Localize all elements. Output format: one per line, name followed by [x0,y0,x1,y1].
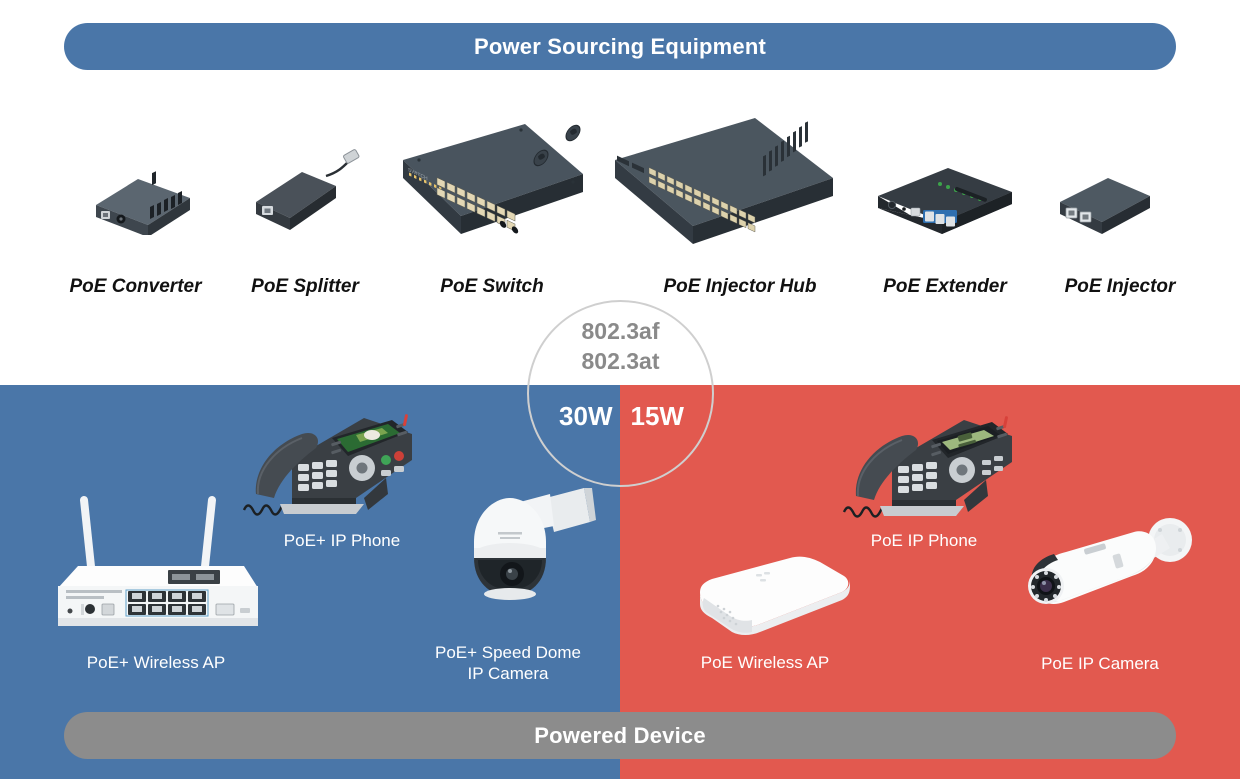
wattage-row: 30W 15W [529,399,712,433]
poe-switch-icon: SWITCH [403,124,583,234]
poe-splitter-image [244,148,364,233]
power-sourcing-equipment-banner: Power Sourcing Equipment [64,23,1176,70]
pse-label-poe-injector: PoE Injector [1064,276,1176,297]
poe-extender-icon [878,168,1012,234]
poe-splitter-icon [256,149,360,230]
poe-converter-image [88,155,198,235]
poe-plus-speed-dome-camera-image [450,478,600,623]
wattage-right-15w: 15W [630,401,684,431]
pse-label-poe-switch: PoE Switch [440,276,544,297]
standards-circle: 802.3af 802.3at 30W 15W [527,300,714,487]
poe-extender-image [870,158,1020,243]
pse-label-poe-converter: PoE Converter [69,276,202,297]
poe-plus-wireless-ap-image [48,478,268,633]
pd-label-line2: IP Camera [467,664,549,683]
pse-label-poe-injector-hub: PoE Injector Hub [663,276,817,297]
pd-label-poe-ip-phone: PoE IP Phone [870,531,978,550]
wattage-left-30w: 30W [559,401,613,431]
poe-ip-camera-image [1010,510,1200,640]
ip-phone-color-icon [242,414,412,516]
poe-injector-icon [1060,178,1150,234]
ip-phone-mono-icon [842,416,1012,518]
standard-802-3af: 802.3af [581,318,660,344]
wireless-ap-box-icon [700,556,850,635]
poe-plus-ip-phone-image [236,398,416,523]
pd-label-poe-wireless-ap: PoE Wireless AP [700,653,830,672]
pd-label-poe-plus-ip-phone: PoE+ IP Phone [283,531,401,550]
pd-banner-label: Powered Device [534,722,706,748]
standard-802-3at: 802.3at [581,348,660,374]
poe-injector-hub-image [605,108,840,253]
pd-label-poe-plus-speed-dome-camera: PoE+ Speed Dome IP Camera [408,642,608,684]
pse-label-poe-extender: PoE Extender [883,276,1007,297]
poe-injector-hub-icon [615,118,833,244]
powered-device-banner: Powered Device [64,712,1176,759]
wireless-ap-icon [58,496,258,626]
pse-banner-label: Power Sourcing Equipment [473,33,767,59]
pd-label-line1: PoE+ Speed Dome [434,643,581,662]
poe-ip-phone-image [836,400,1016,525]
poe-wireless-ap-image [680,548,860,648]
bullet-camera-icon [1028,518,1192,604]
standards-text: 802.3af 802.3at [581,316,659,376]
poe-converter-icon [96,171,190,235]
poe-switch-image: SWITCH [395,112,590,247]
speed-dome-camera-icon [474,488,596,600]
poe-injector-image [1052,166,1157,238]
pd-label-poe-plus-wireless-ap: PoE+ Wireless AP [86,653,226,672]
pd-label-poe-ip-camera: PoE IP Camera [1041,654,1159,673]
pse-label-poe-splitter: PoE Splitter [251,276,359,297]
